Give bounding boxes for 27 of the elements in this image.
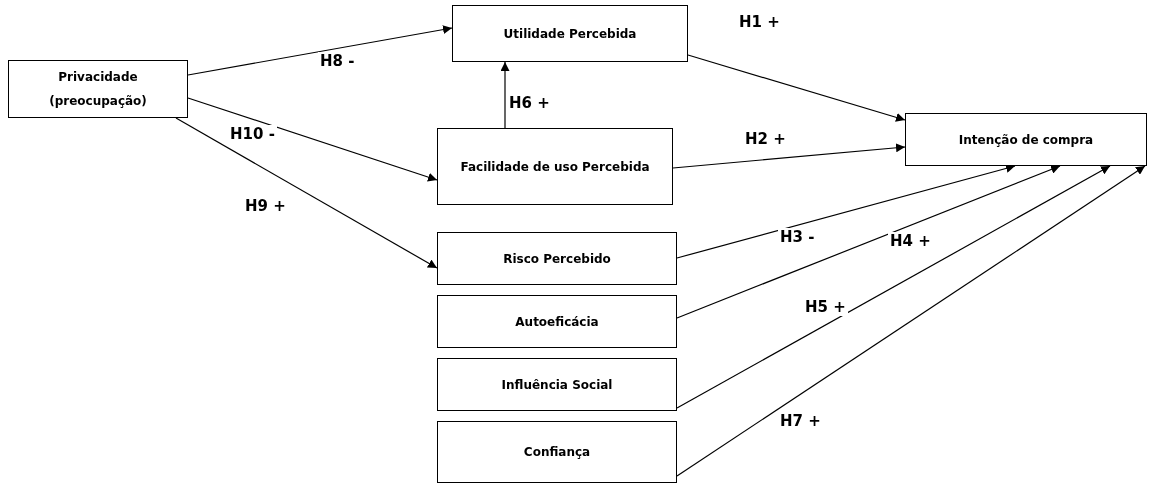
construct-box bbox=[437, 128, 673, 205]
arrow bbox=[687, 54, 906, 122]
construct-label: Privacidade (preocupação) bbox=[48, 69, 148, 110]
arrow bbox=[500, 61, 510, 129]
arrow bbox=[676, 165, 1061, 319]
construct-box bbox=[8, 60, 188, 118]
construct-box bbox=[437, 358, 677, 411]
construct-label: Intenção de compra bbox=[957, 131, 1095, 149]
construct-label: Facilidade de uso Percebida bbox=[459, 158, 651, 176]
arrow bbox=[676, 164, 1016, 259]
arrow bbox=[187, 97, 438, 182]
construct-label: Risco Percebido bbox=[502, 250, 612, 268]
construct-label: Autoeficácia bbox=[514, 313, 600, 331]
construct-label: Confiança bbox=[522, 444, 592, 461]
construct-box bbox=[905, 113, 1147, 166]
arrow bbox=[187, 25, 453, 76]
construct-label: Influência Social bbox=[500, 376, 614, 394]
arrow bbox=[672, 143, 906, 169]
construct-box bbox=[452, 5, 688, 62]
arrow bbox=[676, 165, 1111, 409]
edge-label: H5 + bbox=[803, 298, 848, 316]
construct-box bbox=[437, 421, 677, 483]
construct-label: Utilidade Percebida bbox=[502, 25, 638, 43]
construct-box bbox=[437, 295, 677, 348]
construct-box bbox=[437, 232, 677, 285]
arrow bbox=[175, 117, 438, 269]
arrow bbox=[676, 165, 1146, 477]
